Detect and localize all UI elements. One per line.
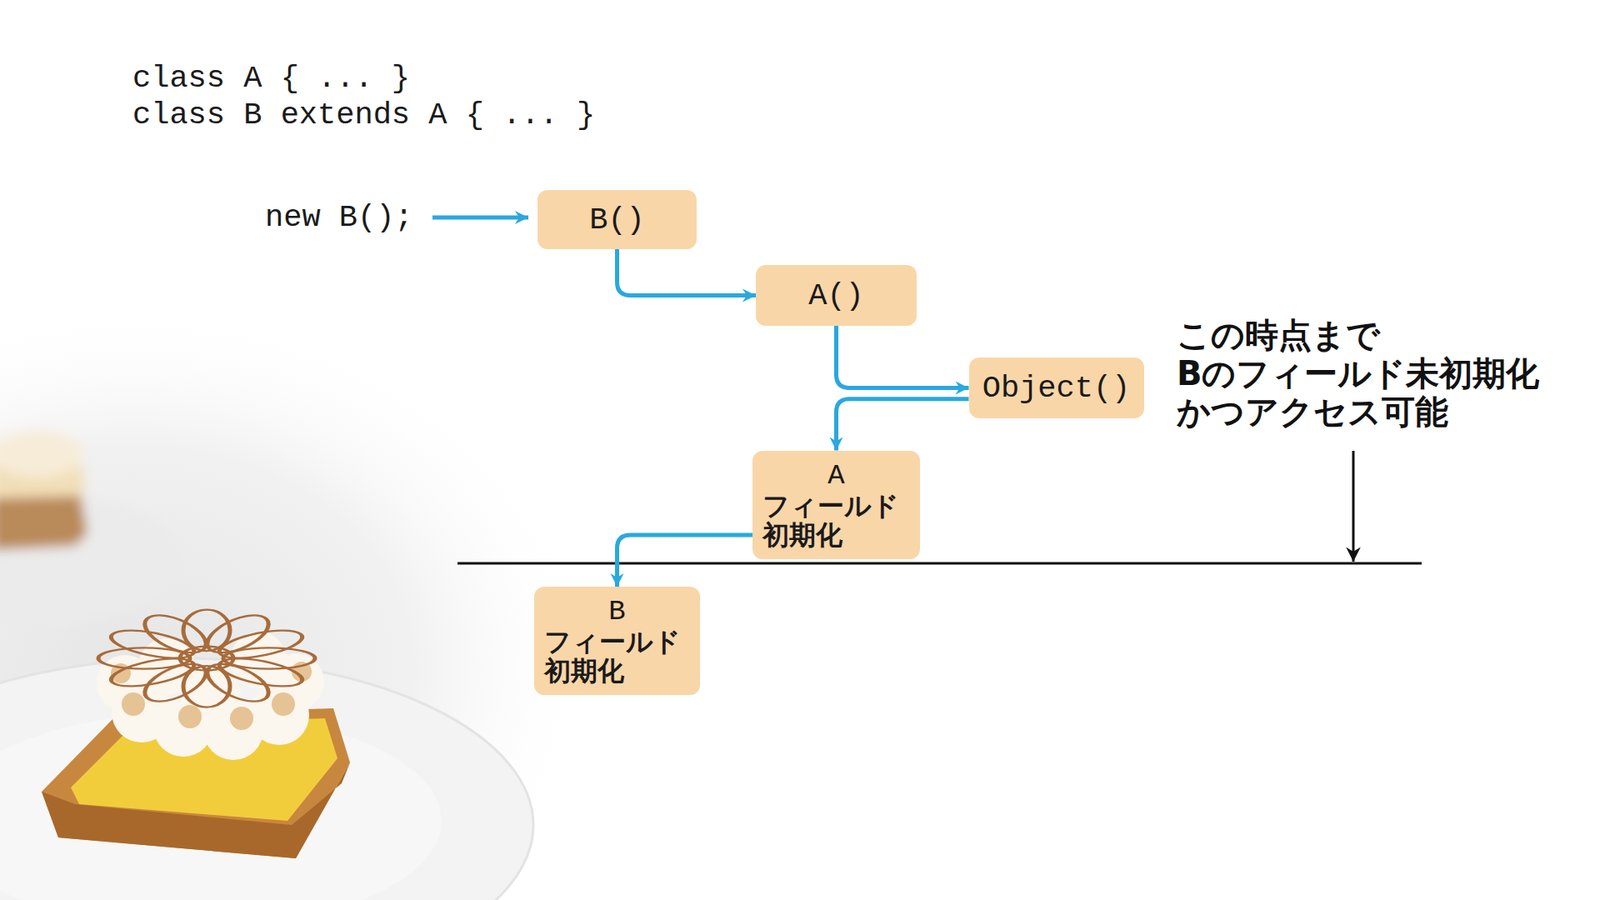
box-text: フィールド 初期化 [544, 627, 686, 686]
timeline-line [457, 562, 1422, 565]
box-text: フィールド 初期化 [762, 491, 905, 550]
box-title: A() [808, 277, 865, 315]
chocolate-flower [98, 610, 315, 708]
code-text: new B(); [265, 199, 414, 236]
background-haze [0, 300, 600, 900]
call-connector [617, 249, 757, 296]
constructor-box: B() [537, 190, 697, 250]
blurred-tart [0, 430, 184, 625]
code-text: class B extends A { ... } [132, 96, 595, 134]
init-box: Aフィールド 初期化 [752, 450, 920, 560]
box-title: B [608, 595, 625, 628]
call-connector [836, 399, 970, 451]
plate [0, 658, 534, 900]
pointer-arrow [1352, 450, 1355, 562]
constructor-box: A() [755, 265, 917, 326]
call-connector [617, 535, 754, 587]
box-title: B() [589, 201, 645, 239]
call-connector [836, 325, 970, 389]
constructor-box: Object() [969, 357, 1145, 419]
annotation-note: この時点まで Bのフィールド未初期化 かつアクセス可能 [1176, 315, 1564, 431]
box-title: Object() [982, 370, 1131, 407]
call-arrow [432, 215, 529, 220]
box-title: A [827, 460, 845, 492]
code-text: class A { ... } [132, 60, 410, 97]
init-box: Bフィールド 初期化 [534, 586, 700, 695]
